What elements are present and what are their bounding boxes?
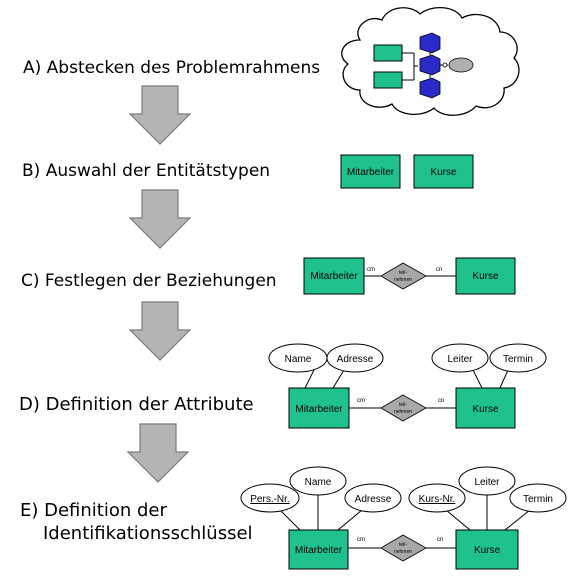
- entity-employee-d-label: Mitarbeiter: [295, 404, 343, 415]
- step-d-attributes: Name Adresse Leiter Termin Mitarbeiter K…: [268, 343, 547, 429]
- arrow-down-3: [129, 301, 191, 361]
- attribute-date-e-label: Termin: [523, 494, 553, 505]
- step-b-label: B) Auswahl der Entitätstypen: [22, 161, 271, 181]
- entity-employee-d: [288, 387, 350, 429]
- attribute-name-d-label: Name: [285, 354, 312, 365]
- step-d-label: D) Definition der Attribute: [19, 394, 254, 415]
- entity-courses-c: [455, 257, 516, 295]
- attribute-leader-d: [431, 343, 489, 373]
- relationship-e-line2: nehmen: [394, 549, 412, 555]
- step-e-keys: Name Pers.-Nr. Adresse Leiter Kurs-Nr. T…: [240, 466, 567, 570]
- entity-employee-b-label: Mitarbeiter: [347, 167, 395, 178]
- attribute-leader-d-label: Leiter: [447, 354, 473, 365]
- relationship-d-line2: nehmen: [394, 409, 412, 415]
- step-b-entities: Mitarbeiter Kurse: [340, 154, 474, 189]
- step-c-relationships: Mitarbeiter Kurse teil- nehmen cm cn: [303, 257, 516, 295]
- entity-courses-b: [413, 154, 474, 189]
- entity-courses-d: [455, 387, 516, 429]
- relationship-diamond-c: [380, 262, 427, 290]
- entity-employee-c-label: Mitarbeiter: [310, 271, 358, 282]
- attribute-date-d: [489, 343, 547, 373]
- arrow-down-2: [129, 189, 191, 249]
- attribute-address-d: [326, 343, 384, 373]
- cardinality-right-d: cn: [438, 398, 444, 404]
- attribute-date-d-label: Termin: [503, 354, 533, 365]
- entity-courses-d-label: Kurse: [472, 404, 499, 415]
- cardinality-left-c: cm: [367, 267, 375, 273]
- entity-courses-c-label: Kurse: [472, 271, 499, 282]
- attribute-leader-e-label: Leiter: [474, 477, 500, 488]
- attribute-name-e: [289, 466, 347, 496]
- step-a-label: A) Abstecken des Problemrahmens: [23, 58, 321, 78]
- attribute-address-e: [344, 483, 402, 513]
- attribute-leader-e: [458, 466, 516, 496]
- attribute-pers-nr-e: [240, 483, 300, 513]
- arrow-down-4: [127, 423, 189, 483]
- relationship-diamond-d: [380, 394, 427, 422]
- problem-scope-cloud: [341, 7, 520, 116]
- attribute-name-e-label: Name: [305, 477, 332, 488]
- cardinality-right-c: cn: [436, 267, 442, 273]
- entity-employee-e: [288, 529, 349, 570]
- step-e-label-line1: E) Definition der: [20, 500, 167, 521]
- cardinality-right-e: cn: [437, 537, 443, 543]
- entity-courses-b-label: Kurse: [430, 167, 457, 178]
- relationship-diamond-e: [380, 534, 427, 562]
- relationship-c-line1: teil-: [399, 270, 407, 276]
- step-e-label-line2: Identifikationsschlüssel: [43, 523, 253, 544]
- relationship-c-line2: nehmen: [394, 277, 412, 283]
- attribute-kurs-nr-e: [408, 483, 466, 513]
- relationship-e-line1: teil-: [399, 542, 407, 548]
- entity-courses-e-label: Kurse: [474, 545, 501, 556]
- attribute-address-d-label: Adresse: [337, 354, 374, 365]
- attribute-date-e: [509, 483, 567, 513]
- cardinality-left-d: cm: [357, 398, 365, 404]
- cardinality-left-e: cm: [357, 537, 365, 543]
- entity-employee-e-label: Mitarbeiter: [295, 545, 343, 556]
- arrow-down-1: [129, 85, 191, 145]
- attribute-kurs-nr-e-label: Kurs-Nr.: [419, 494, 456, 505]
- attribute-address-e-label: Adresse: [355, 494, 392, 505]
- attribute-pers-nr-e-label: Pers.-Nr.: [250, 494, 289, 505]
- entity-courses-e: [455, 529, 519, 570]
- step-c-label: C) Festlegen der Beziehungen: [21, 271, 277, 291]
- entity-employee-b: [340, 154, 401, 189]
- entity-employee-c: [303, 257, 365, 295]
- relationship-d-line1: teil-: [399, 402, 407, 408]
